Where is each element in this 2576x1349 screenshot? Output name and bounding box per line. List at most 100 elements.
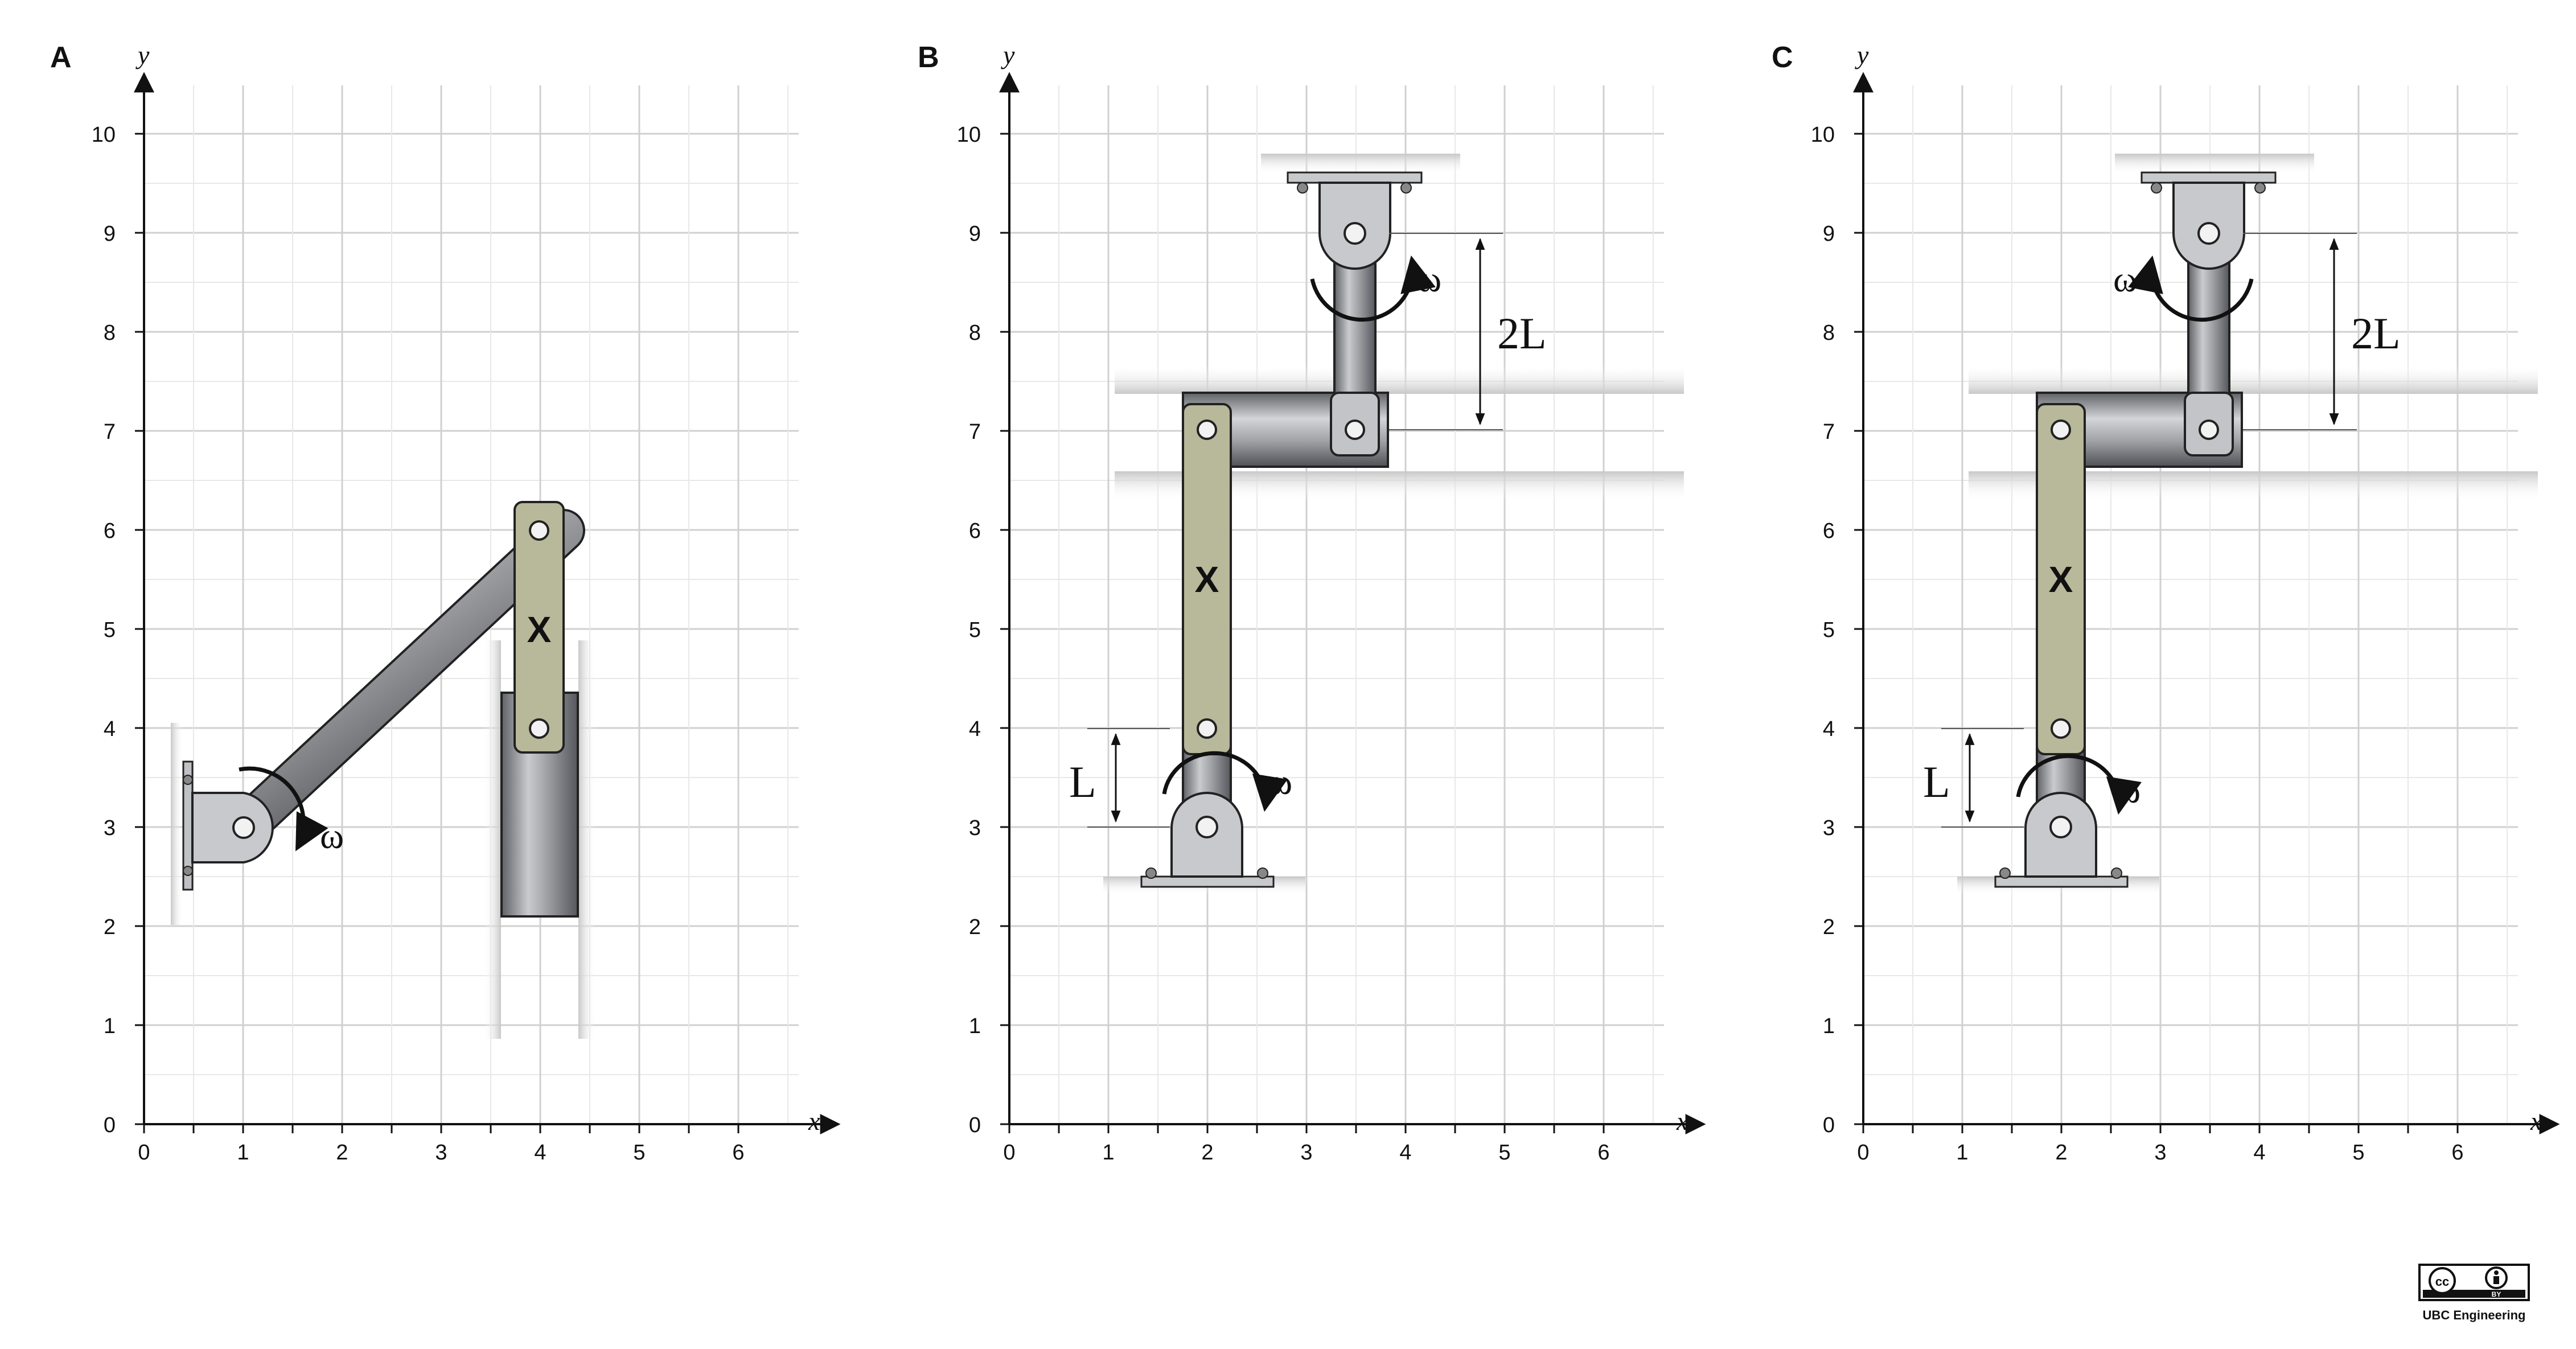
y-tick-label: 9 (104, 222, 116, 246)
y-tick-label: 9 (1823, 222, 1835, 246)
dim-label-l: L (1069, 757, 1096, 807)
pin-icon (529, 520, 549, 541)
y-tick-label: 2 (104, 915, 116, 939)
y-tick-label: 3 (969, 816, 981, 840)
omega-top-b: ω (1418, 259, 1441, 299)
slider-guide-right (578, 640, 595, 1039)
link-x-label: X (2049, 559, 2073, 600)
top-mount-plate (1287, 171, 1423, 184)
x-tick-label: 1 (1102, 1141, 1114, 1165)
bottom-mount-plate (1140, 875, 1275, 888)
omega-label-a: ω (320, 816, 344, 856)
pin-icon (1345, 419, 1365, 440)
y-tick-label: 7 (104, 420, 116, 444)
x-tick-label: 3 (1300, 1141, 1312, 1165)
pin-icon (2197, 222, 2220, 245)
attribution-head (2494, 1270, 2499, 1275)
y-tick-label: 8 (104, 321, 116, 345)
bolt-icon (183, 775, 193, 785)
pin-icon (1344, 222, 1366, 245)
top-mount-plate (2140, 171, 2277, 184)
y-tick-label: 7 (1823, 420, 1835, 444)
x-tick-label: 5 (1498, 1141, 1510, 1165)
x-tick-label: 0 (1857, 1141, 1869, 1165)
x-tick-label: 6 (1597, 1141, 1609, 1165)
y-tick-label: 4 (104, 717, 116, 741)
y-tick-label: 3 (1823, 816, 1835, 840)
y-tick-label: 8 (969, 321, 981, 345)
y-tick-label: 5 (969, 618, 981, 642)
omega-top-c: ω (2113, 259, 2137, 299)
omega-bottom-c: ω (2117, 770, 2140, 811)
x-tick-label: 3 (2154, 1141, 2166, 1165)
crank-arm (224, 511, 583, 848)
y-tick-label: 2 (1823, 915, 1835, 939)
credit-text: UBC Engineering (2423, 1308, 2526, 1322)
rotation-arrow-icon (1162, 751, 1288, 812)
y-tick-label: 1 (104, 1014, 116, 1038)
bolt-icon (1400, 182, 1412, 194)
x-axis-label-c: x (2530, 1107, 2542, 1136)
by-badge-text: BY (2492, 1290, 2501, 1298)
y-tick-label: 4 (969, 717, 981, 741)
pin-icon (1195, 816, 1218, 838)
bottom-mount-plate (1994, 875, 2129, 888)
y-tick-label: 2 (969, 915, 981, 939)
rotation-arrow-icon (239, 766, 328, 852)
y-tick-label: 8 (1823, 321, 1835, 345)
grid-a (134, 72, 841, 1134)
y-axis-label-a: y (135, 40, 150, 69)
y-tick-label: 9 (969, 222, 981, 246)
rotation-arrow-icon (2016, 754, 2142, 815)
x-tick-label: 2 (336, 1141, 348, 1165)
cc-badge-text: cc (2435, 1274, 2449, 1289)
x-tick-label: 2 (2055, 1141, 2067, 1165)
bolt-icon (2151, 182, 2162, 194)
y-axis-label-b: y (1001, 40, 1015, 69)
dim-label-l: L (1923, 757, 1950, 807)
link-x-label: X (1195, 559, 1219, 600)
x-tick-label: 6 (2451, 1141, 2463, 1165)
left-wall (171, 723, 183, 925)
bolt-icon (1297, 182, 1308, 194)
pin-icon (2051, 718, 2071, 739)
x-tick-label: 0 (1003, 1141, 1015, 1165)
grid-b (999, 72, 1706, 1134)
dim-label-2l: 2L (2351, 309, 2401, 358)
pin-icon (2199, 419, 2219, 440)
pin-icon (2051, 419, 2071, 440)
panel-letter-b: B (918, 41, 939, 74)
x-tick-label: 1 (237, 1141, 249, 1165)
bolt-icon (1257, 867, 1268, 879)
y-tick-label: 5 (1823, 618, 1835, 642)
y-axis-label-c: y (1855, 40, 1869, 69)
x-tick-label: 5 (2352, 1141, 2364, 1165)
y-tick-label: 5 (104, 618, 116, 642)
x-axis-label-b: x (1676, 1107, 1688, 1136)
panel-letter-c: C (1772, 41, 1793, 74)
y-tick-label: 10 (92, 123, 116, 147)
bolt-icon (1145, 867, 1157, 879)
x-tick-label: 3 (435, 1141, 447, 1165)
y-tick-label: 6 (1823, 519, 1835, 543)
x-tick-label: 4 (2253, 1141, 2265, 1165)
x-tick-label: 0 (138, 1141, 150, 1165)
x-tick-label: 2 (1201, 1141, 1213, 1165)
pin-icon (1197, 718, 1217, 739)
bolt-icon (183, 866, 193, 876)
rotation-arrow-icon (1310, 255, 1436, 322)
attribution-body (2493, 1276, 2499, 1284)
link-x-label: X (527, 609, 552, 650)
omega-bottom-b: ω (1268, 762, 1292, 802)
top-wall (1261, 154, 1460, 174)
pin-icon (1197, 419, 1217, 440)
y-tick-label: 10 (1811, 123, 1835, 147)
link-x (513, 501, 565, 754)
pin-icon (529, 718, 549, 739)
upper-guide (1115, 364, 1684, 394)
upper-guide (1969, 364, 2538, 394)
